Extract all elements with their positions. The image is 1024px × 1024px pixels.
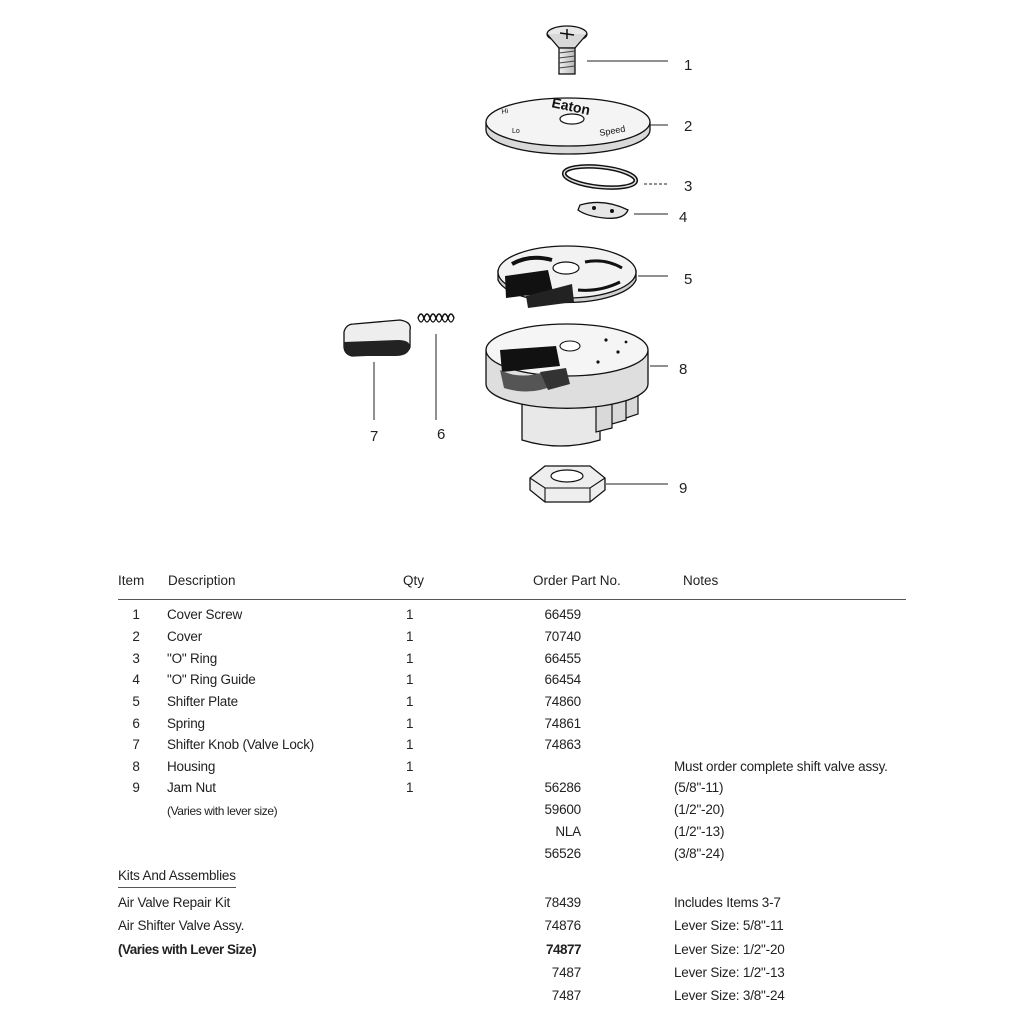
row-9-part: 56286 [544,780,581,795]
header-qty: Qty [403,573,425,588]
part-spring [417,313,455,420]
kit-1-description: Air Valve Repair Kit [118,895,231,910]
kit-5-notes: Lever Size: 3/8"-24 [674,988,785,1003]
callout-2: 2 [684,118,692,135]
row-3-item: 3 [132,651,140,666]
header-description: Description [168,573,236,588]
row-9-notes: (5/8"-11) [674,780,724,795]
kit-2-description: Air Shifter Valve Assy. [118,918,245,933]
row-11-notes: (1/2"-13) [674,824,725,839]
row-2-item: 2 [132,629,140,644]
callout-9: 9 [679,480,687,497]
row-5-item: 5 [132,694,140,709]
header-order-part-no: Order Part No. [533,573,621,588]
row-7-item: 7 [132,737,140,752]
callout-4: 4 [679,209,687,226]
row-1-part: 66459 [544,607,581,622]
row-4-description: "O" Ring Guide [167,672,256,687]
row-4-part: 66454 [544,672,581,687]
kits-title-underline [118,887,236,888]
part-o-ring [561,164,668,190]
kit-1-notes: Includes Items 3-7 [674,895,781,910]
kit-4-part: 7487 [551,965,581,980]
row-6-item: 6 [132,716,140,731]
header-divider [118,599,906,600]
kit-2-part: 74876 [544,918,581,933]
row-3-part: 66455 [544,651,581,666]
row-8-notes: Must order complete shift valve assy. [674,759,888,774]
cover-lo-text: Lo [512,128,520,135]
callout-8: 8 [679,361,687,378]
row-6-qty: 1 [406,716,414,731]
row-6-description: Spring [167,716,205,731]
part-cover: Eaton Hi Lo Speed [485,94,668,155]
part-cover-screw [546,25,668,75]
cover-hi-text: Hi [501,108,509,116]
row-6-part: 74861 [544,716,581,731]
part-o-ring-guide [577,201,668,219]
row-12-part: 56526 [544,846,581,861]
row-3-description: "O" Ring [167,651,218,666]
header-item: Item [118,573,145,588]
row-5-part: 74860 [544,694,581,709]
row-2-description: Cover [167,629,203,644]
callout-3: 3 [684,178,692,195]
cover-brand-text: Eaton [550,94,591,118]
row-2-qty: 1 [406,629,414,644]
row-8-description: Housing [167,759,216,774]
row-8-item: 8 [132,759,140,774]
kit-5-part: 7487 [551,988,581,1003]
part-housing [485,323,668,447]
row-3-qty: 1 [406,651,414,666]
kit-3-part: 74877 [545,942,582,957]
row-2-part: 70740 [544,629,581,644]
row-8-qty: 1 [406,759,414,774]
row-7-description: Shifter Knob (Valve Lock) [167,737,315,752]
callout-1: 1 [684,57,692,74]
row-5-qty: 1 [406,694,414,709]
row-10-notes: (1/2"-20) [674,802,725,817]
exploded-parts-diagram: Eaton Hi Lo Speed [343,25,692,503]
row-9-qty: 1 [406,780,414,795]
row-11-part: NLA [555,824,581,839]
row-7-part: 74863 [544,737,581,752]
row-9-item: 9 [132,780,140,795]
kit-2-notes: Lever Size: 5/8"-11 [674,918,784,933]
kit-1-part: 78439 [544,895,581,910]
part-shifter-knob [343,319,411,420]
row-1-qty: 1 [406,607,414,622]
callout-5: 5 [684,271,692,288]
row-4-qty: 1 [406,672,414,687]
row-5-description: Shifter Plate [167,694,238,709]
row-7-qty: 1 [406,737,414,752]
callout-6: 6 [437,426,445,443]
row-10-part: 59600 [544,802,581,817]
row-1-item: 1 [132,607,140,622]
part-jam-nut [529,465,668,503]
row-9-description: Jam Nut [167,780,216,795]
callout-7: 7 [370,428,378,445]
kit-3-description: (Varies with Lever Size) [118,942,257,957]
cover-speed-text: Speed [599,124,626,138]
part-shifter-plate [497,245,668,308]
row-1-description: Cover Screw [167,607,243,622]
kits-title: Kits And Assemblies [118,868,236,883]
row-4-item: 4 [132,672,140,687]
row-10-description: (Varies with lever size) [167,804,278,818]
kit-4-notes: Lever Size: 1/2"-13 [674,965,785,980]
kit-3-notes: Lever Size: 1/2"-20 [674,942,785,957]
header-notes: Notes [683,573,719,588]
row-12-notes: (3/8"-24) [674,846,725,861]
